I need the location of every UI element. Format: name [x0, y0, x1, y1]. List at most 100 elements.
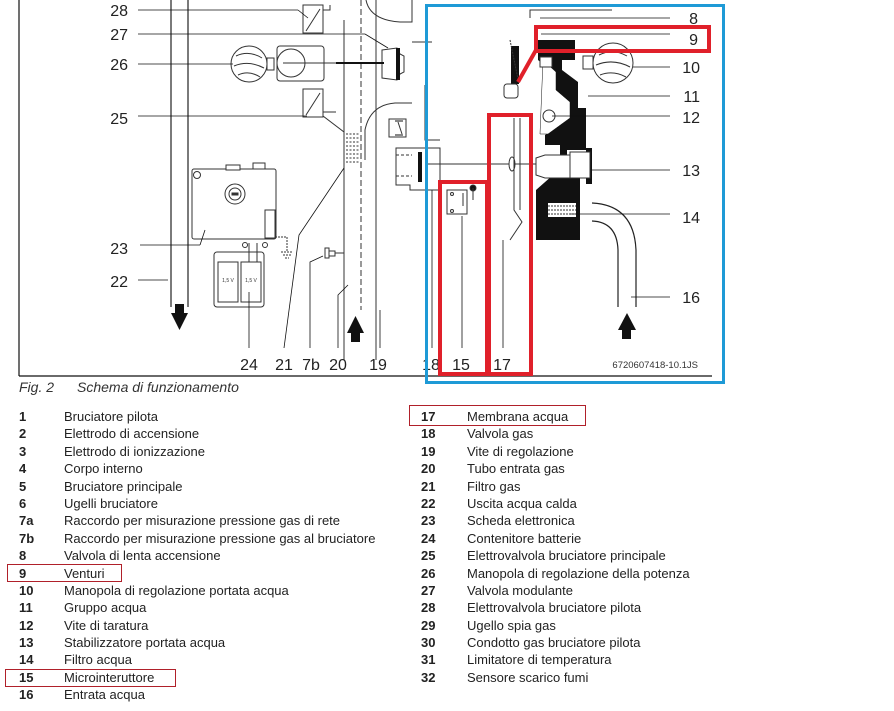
legend-item-label: Membrana acqua	[467, 409, 569, 424]
legend-item-number: 2	[19, 426, 27, 442]
hot-water-outlet-pipe	[170, 0, 189, 307]
legend-item-number: 18	[421, 426, 436, 442]
callout-labels: 28 27 26 25 23 22 24 21 7b 20 19 18 15 1…	[110, 3, 700, 374]
legend-item-label: Elettrovalvola bruciatore principale	[467, 548, 666, 564]
figure-number: Fig. 2	[19, 379, 55, 395]
legend-item: 32 Sensore scarico fumi	[421, 669, 690, 686]
water-inflow-arrow-icon	[618, 313, 636, 330]
legend-item-label: Venturi	[64, 565, 105, 581]
legend-item-label: Corpo interno	[64, 461, 143, 477]
legend-item-label: Filtro acqua	[64, 652, 132, 668]
pressure-test-nipple	[324, 247, 344, 259]
callout-27: 27	[110, 27, 128, 44]
legend-item-number: 14	[19, 652, 34, 668]
legend-item-number: 20	[421, 461, 436, 477]
callout-20: 20	[329, 357, 347, 374]
water-inlet-pipe	[591, 202, 637, 307]
legend-item: 23 Scheda elettronica	[421, 512, 690, 529]
legend-item-label: Valvola gas	[467, 426, 534, 442]
legend-item-label: Filtro gas	[467, 478, 521, 494]
legend-item-number: 6	[19, 495, 27, 511]
legend-item-label: Condotto gas bruciatore pilota	[467, 635, 641, 651]
callout-17: 17	[493, 357, 511, 374]
legend-item-label: Ugelli bruciatore	[64, 495, 158, 511]
pilot-solenoid-valve	[302, 4, 331, 34]
schematic-diagram: 1,5 V 1,5 V	[18, 0, 725, 384]
inflow-arrow-stem	[351, 332, 360, 342]
legend-item-number: 32	[421, 669, 436, 685]
legend-item: 8 Valvola di lenta accensione	[19, 547, 375, 564]
legend-item: 20 Tubo entrata gas	[421, 460, 690, 477]
legend-item-label: Sensore scarico fumi	[467, 669, 589, 685]
callout-23: 23	[110, 241, 128, 258]
flow-stabilizer	[425, 151, 591, 179]
legend-item-label: Raccordo per misurazione pressione gas a…	[64, 530, 376, 546]
venturi-highlight-box	[534, 25, 711, 53]
legend-item-number: 28	[421, 600, 436, 616]
callout-14: 14	[682, 210, 700, 227]
legend-item-label: Manopola di regolazione portata acqua	[64, 582, 289, 598]
legend-item-number: 5	[19, 478, 27, 494]
legend-item-number: 11	[19, 600, 33, 616]
inflow-arrow-icon	[347, 316, 364, 333]
legend-item-number: 7b	[19, 530, 35, 546]
legend-item-label: Bruciatore pilota	[64, 409, 158, 424]
legend-item-label: Valvola di lenta accensione	[64, 548, 221, 564]
legend-item-label: Elettrodo di ionizzazione	[64, 443, 205, 459]
battery-label-1: 1,5 V	[222, 278, 234, 284]
power-adjustment-knob	[230, 45, 336, 83]
legend-item: 1 Bruciatore pilota	[19, 408, 375, 425]
legend-item: 21 Filtro gas	[421, 478, 690, 495]
battery-label-2: 1,5 V	[245, 278, 257, 284]
battery-holder	[213, 243, 265, 308]
legend-item-number: 23	[421, 513, 436, 529]
legend-item-label: Tubo entrata gas	[467, 461, 565, 477]
legend-item-label: Contenitore batterie	[467, 530, 582, 546]
modulating-valve	[336, 47, 405, 81]
legend-item-label: Vite di regolazione	[467, 443, 574, 459]
membrane-highlight-box	[487, 113, 533, 376]
legend-item: 14 Filtro acqua	[19, 651, 375, 668]
legend-item-number: 10	[19, 582, 34, 598]
adjustment-screw	[388, 118, 407, 138]
legend-item-label: Elettrodo di accensione	[64, 426, 200, 442]
water-filter	[540, 200, 578, 220]
drawing-code: 6720607418-10.1JS	[612, 360, 698, 371]
slow-ignition-valve	[503, 39, 520, 99]
legend-item-number: 31	[421, 652, 436, 668]
legend-item-label: Raccordo per misurazione pressione gas d…	[64, 513, 341, 529]
legend-item-number: 16	[19, 687, 34, 703]
legend-item-number: 17	[421, 409, 436, 424]
legend-item-number: 8	[19, 548, 27, 564]
legend-item-number: 26	[421, 565, 436, 581]
legend-item: 17 Membrana acqua	[421, 408, 690, 425]
legend-item-number: 1	[19, 409, 27, 424]
left-leader-lines	[138, 9, 433, 349]
legend-item-label: Microinteruttore	[64, 669, 155, 685]
legend-item-number: 21	[421, 478, 436, 494]
legend-highlight-membrana	[409, 405, 586, 426]
water-group-highlight-frame	[425, 4, 725, 384]
figure-caption: Fig. 2 Schema di funzionamento	[19, 379, 239, 395]
legend-item-number: 13	[19, 635, 34, 651]
figure-title: Schema di funzionamento	[77, 379, 239, 395]
water-membrane	[509, 118, 523, 241]
legend-item: 6 Ugelli bruciatore	[19, 495, 375, 512]
legend-item-label: Scheda elettronica	[467, 513, 575, 529]
callout-25: 25	[110, 111, 128, 128]
